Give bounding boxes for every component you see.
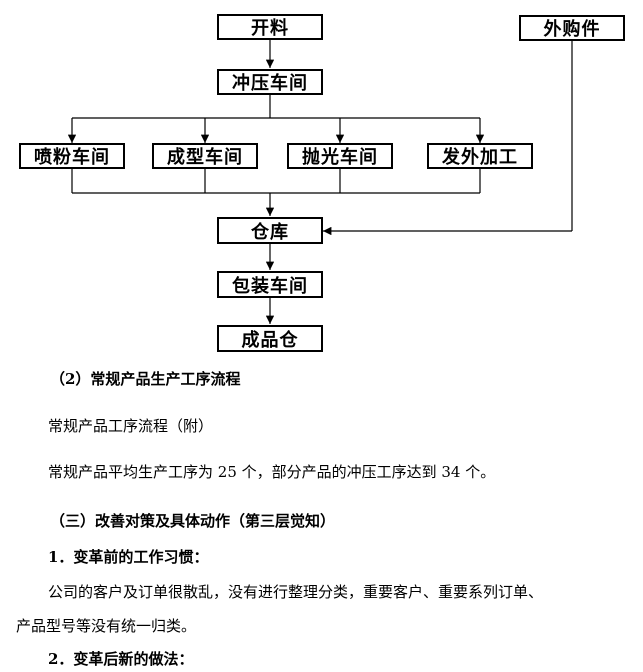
paragraph-process-count: 常规产品平均生产工序为 25 个，部分产品的冲压工序达到 34 个。 (48, 463, 496, 481)
node-waigoujian: 外购件 (519, 15, 625, 41)
process-flowchart: 开料 外购件 冲压车间 喷粉车间 成型车间 抛光车间 发外加工 仓库 包装车间 … (19, 14, 625, 352)
flow-connectors (67, 40, 573, 324)
item-2-heading: 2．变革后新的做法： (48, 650, 194, 668)
paragraph-process-attached: 常规产品工序流程（附） (48, 417, 214, 435)
node-fawai: 发外加工 (427, 143, 533, 169)
node-kailiao: 开料 (217, 14, 323, 40)
section-3-heading: （三）改善对策及具体动作（第三层觉知） (50, 512, 336, 530)
node-baozhuang: 包装车间 (217, 271, 323, 298)
node-chengpin: 成品仓 (217, 325, 323, 352)
item-1-line-1: 公司的客户及订单很散乱，没有进行整理分类，重要客户、重要系列订单、 (48, 583, 544, 601)
item-1-heading: 1．变革前的工作习惯： (48, 548, 209, 566)
node-chengxing: 成型车间 (152, 143, 258, 169)
item-1-line-2: 产品型号等没有统一归类。 (16, 617, 197, 635)
node-chongya: 冲压车间 (217, 69, 323, 95)
section-heading: （2）常规产品生产工序流程 (50, 370, 241, 388)
node-paoguang: 抛光车间 (287, 143, 393, 169)
node-penfen: 喷粉车间 (19, 143, 125, 169)
node-cangku: 仓库 (217, 217, 323, 244)
